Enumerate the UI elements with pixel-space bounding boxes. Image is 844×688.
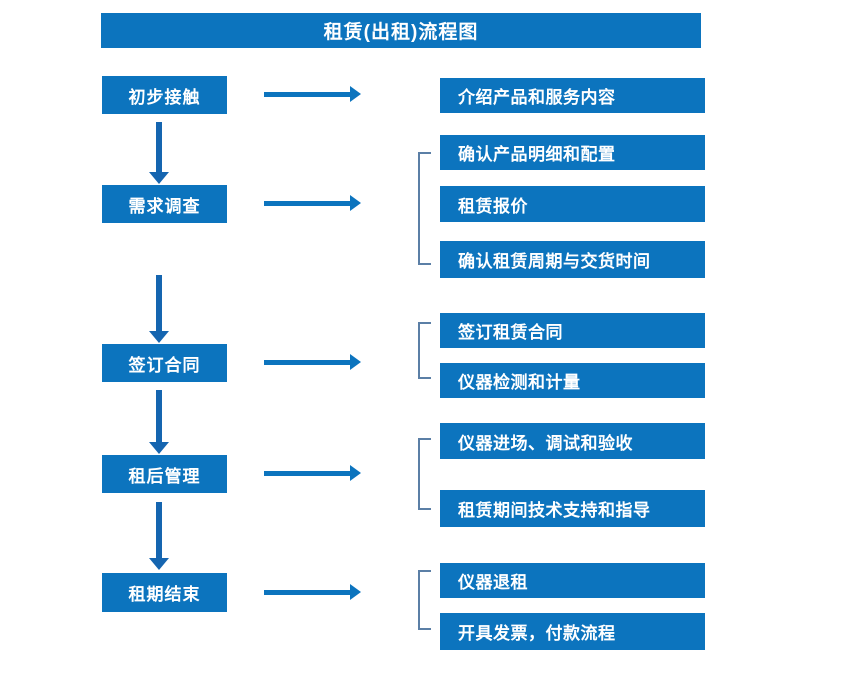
group-bracket-post-lease-management <box>418 438 431 510</box>
detail-box-confirm-lease-period-delivery[interactable]: 确认租赁周期与交货时间 <box>440 241 705 278</box>
vertical-arrow-stage4-to-stage5 <box>149 502 169 570</box>
detail-box-sign-lease-contract[interactable]: 签订租赁合同 <box>440 313 705 348</box>
horizontal-arrow-stage5 <box>264 584 361 602</box>
vertical-arrow-stage2-to-stage3 <box>149 275 169 343</box>
detail-box-confirm-product-details-config[interactable]: 确认产品明细和配置 <box>440 135 705 170</box>
detail-box-instrument-inspection-metering[interactable]: 仪器检测和计量 <box>440 363 705 398</box>
stage-box-initial-contact[interactable]: 初步接触 <box>102 76 227 114</box>
stage-box-post-lease-management[interactable]: 租后管理 <box>102 455 227 493</box>
detail-box-introduce-products-services[interactable]: 介绍产品和服务内容 <box>440 78 705 113</box>
vertical-arrow-stage1-to-stage2 <box>149 122 169 184</box>
stage-box-requirement-survey[interactable]: 需求调查 <box>102 185 227 223</box>
detail-box-lease-quotation[interactable]: 租赁报价 <box>440 186 705 222</box>
horizontal-arrow-stage4 <box>264 465 361 483</box>
diagram-title-banner: 租赁(出租)流程图 <box>101 13 701 48</box>
group-bracket-requirement-survey <box>418 152 431 265</box>
detail-box-instrument-return[interactable]: 仪器退租 <box>440 563 705 598</box>
group-bracket-sign-contract <box>418 322 431 379</box>
horizontal-arrow-stage3 <box>264 354 361 372</box>
horizontal-arrow-stage2 <box>264 195 361 213</box>
detail-box-instrument-entry-debug-acceptance[interactable]: 仪器进场、调试和验收 <box>440 423 705 459</box>
group-bracket-lease-end <box>418 570 431 630</box>
vertical-arrow-stage3-to-stage4 <box>149 390 169 454</box>
stage-box-sign-contract[interactable]: 签订合同 <box>102 344 227 382</box>
detail-box-invoice-payment-process[interactable]: 开具发票，付款流程 <box>440 613 705 650</box>
horizontal-arrow-stage1 <box>264 86 361 104</box>
stage-box-lease-end[interactable]: 租期结束 <box>102 573 227 612</box>
detail-box-lease-period-tech-support[interactable]: 租赁期间技术支持和指导 <box>440 490 705 527</box>
